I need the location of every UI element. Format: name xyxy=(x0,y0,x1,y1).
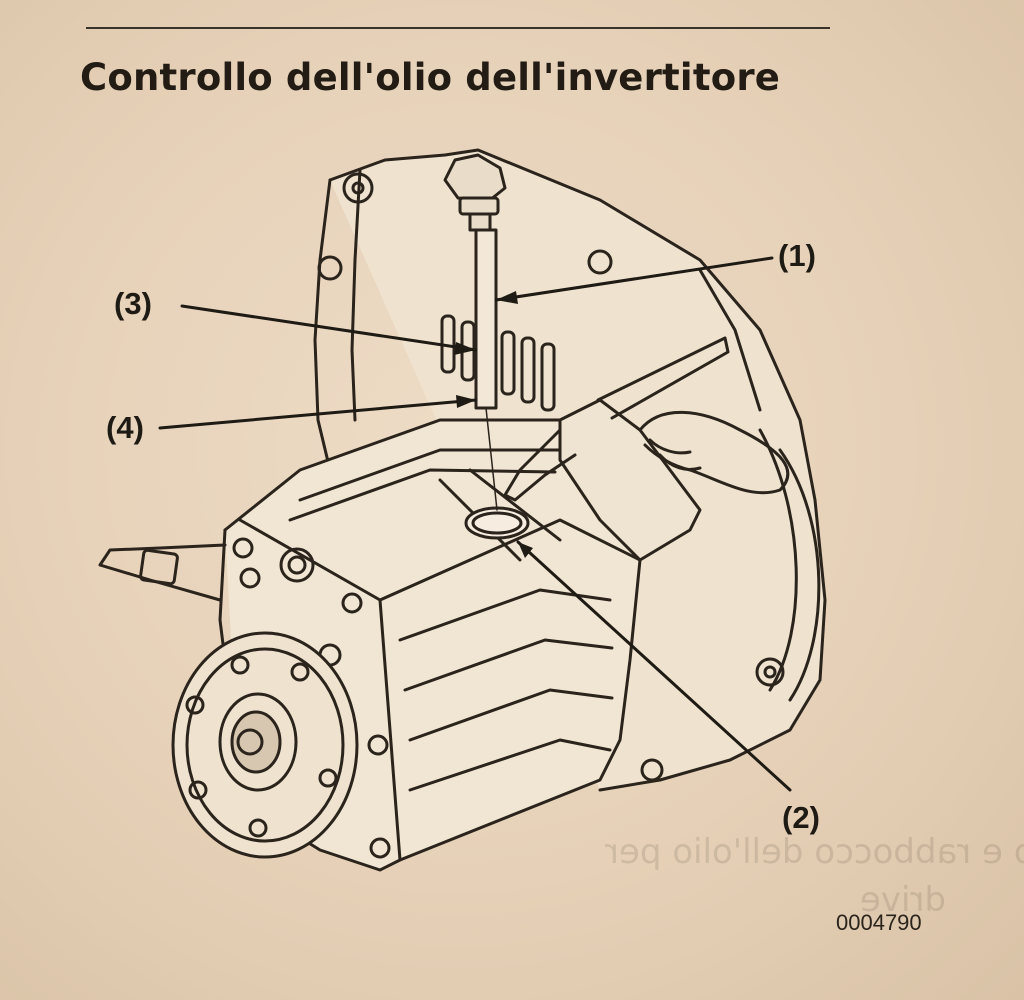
callout-2: (2) xyxy=(782,800,820,835)
top-rule xyxy=(86,27,830,29)
leader-line-4 xyxy=(158,398,478,430)
arrowhead-2 xyxy=(518,542,533,558)
leader-line-1 xyxy=(494,256,774,302)
page-title: Controllo dell'olio dell'invertitore xyxy=(80,56,781,99)
arrowhead-4 xyxy=(456,395,476,408)
arrowhead-1 xyxy=(496,291,518,304)
callout-1: (1) xyxy=(778,238,816,273)
callout-4: (4) xyxy=(106,410,144,445)
leader-line-2 xyxy=(516,540,792,792)
leader-line-3 xyxy=(180,304,478,352)
callout-3: (3) xyxy=(114,286,152,321)
figure-id: 0004790 xyxy=(836,910,922,935)
arrowhead-3 xyxy=(454,342,476,355)
